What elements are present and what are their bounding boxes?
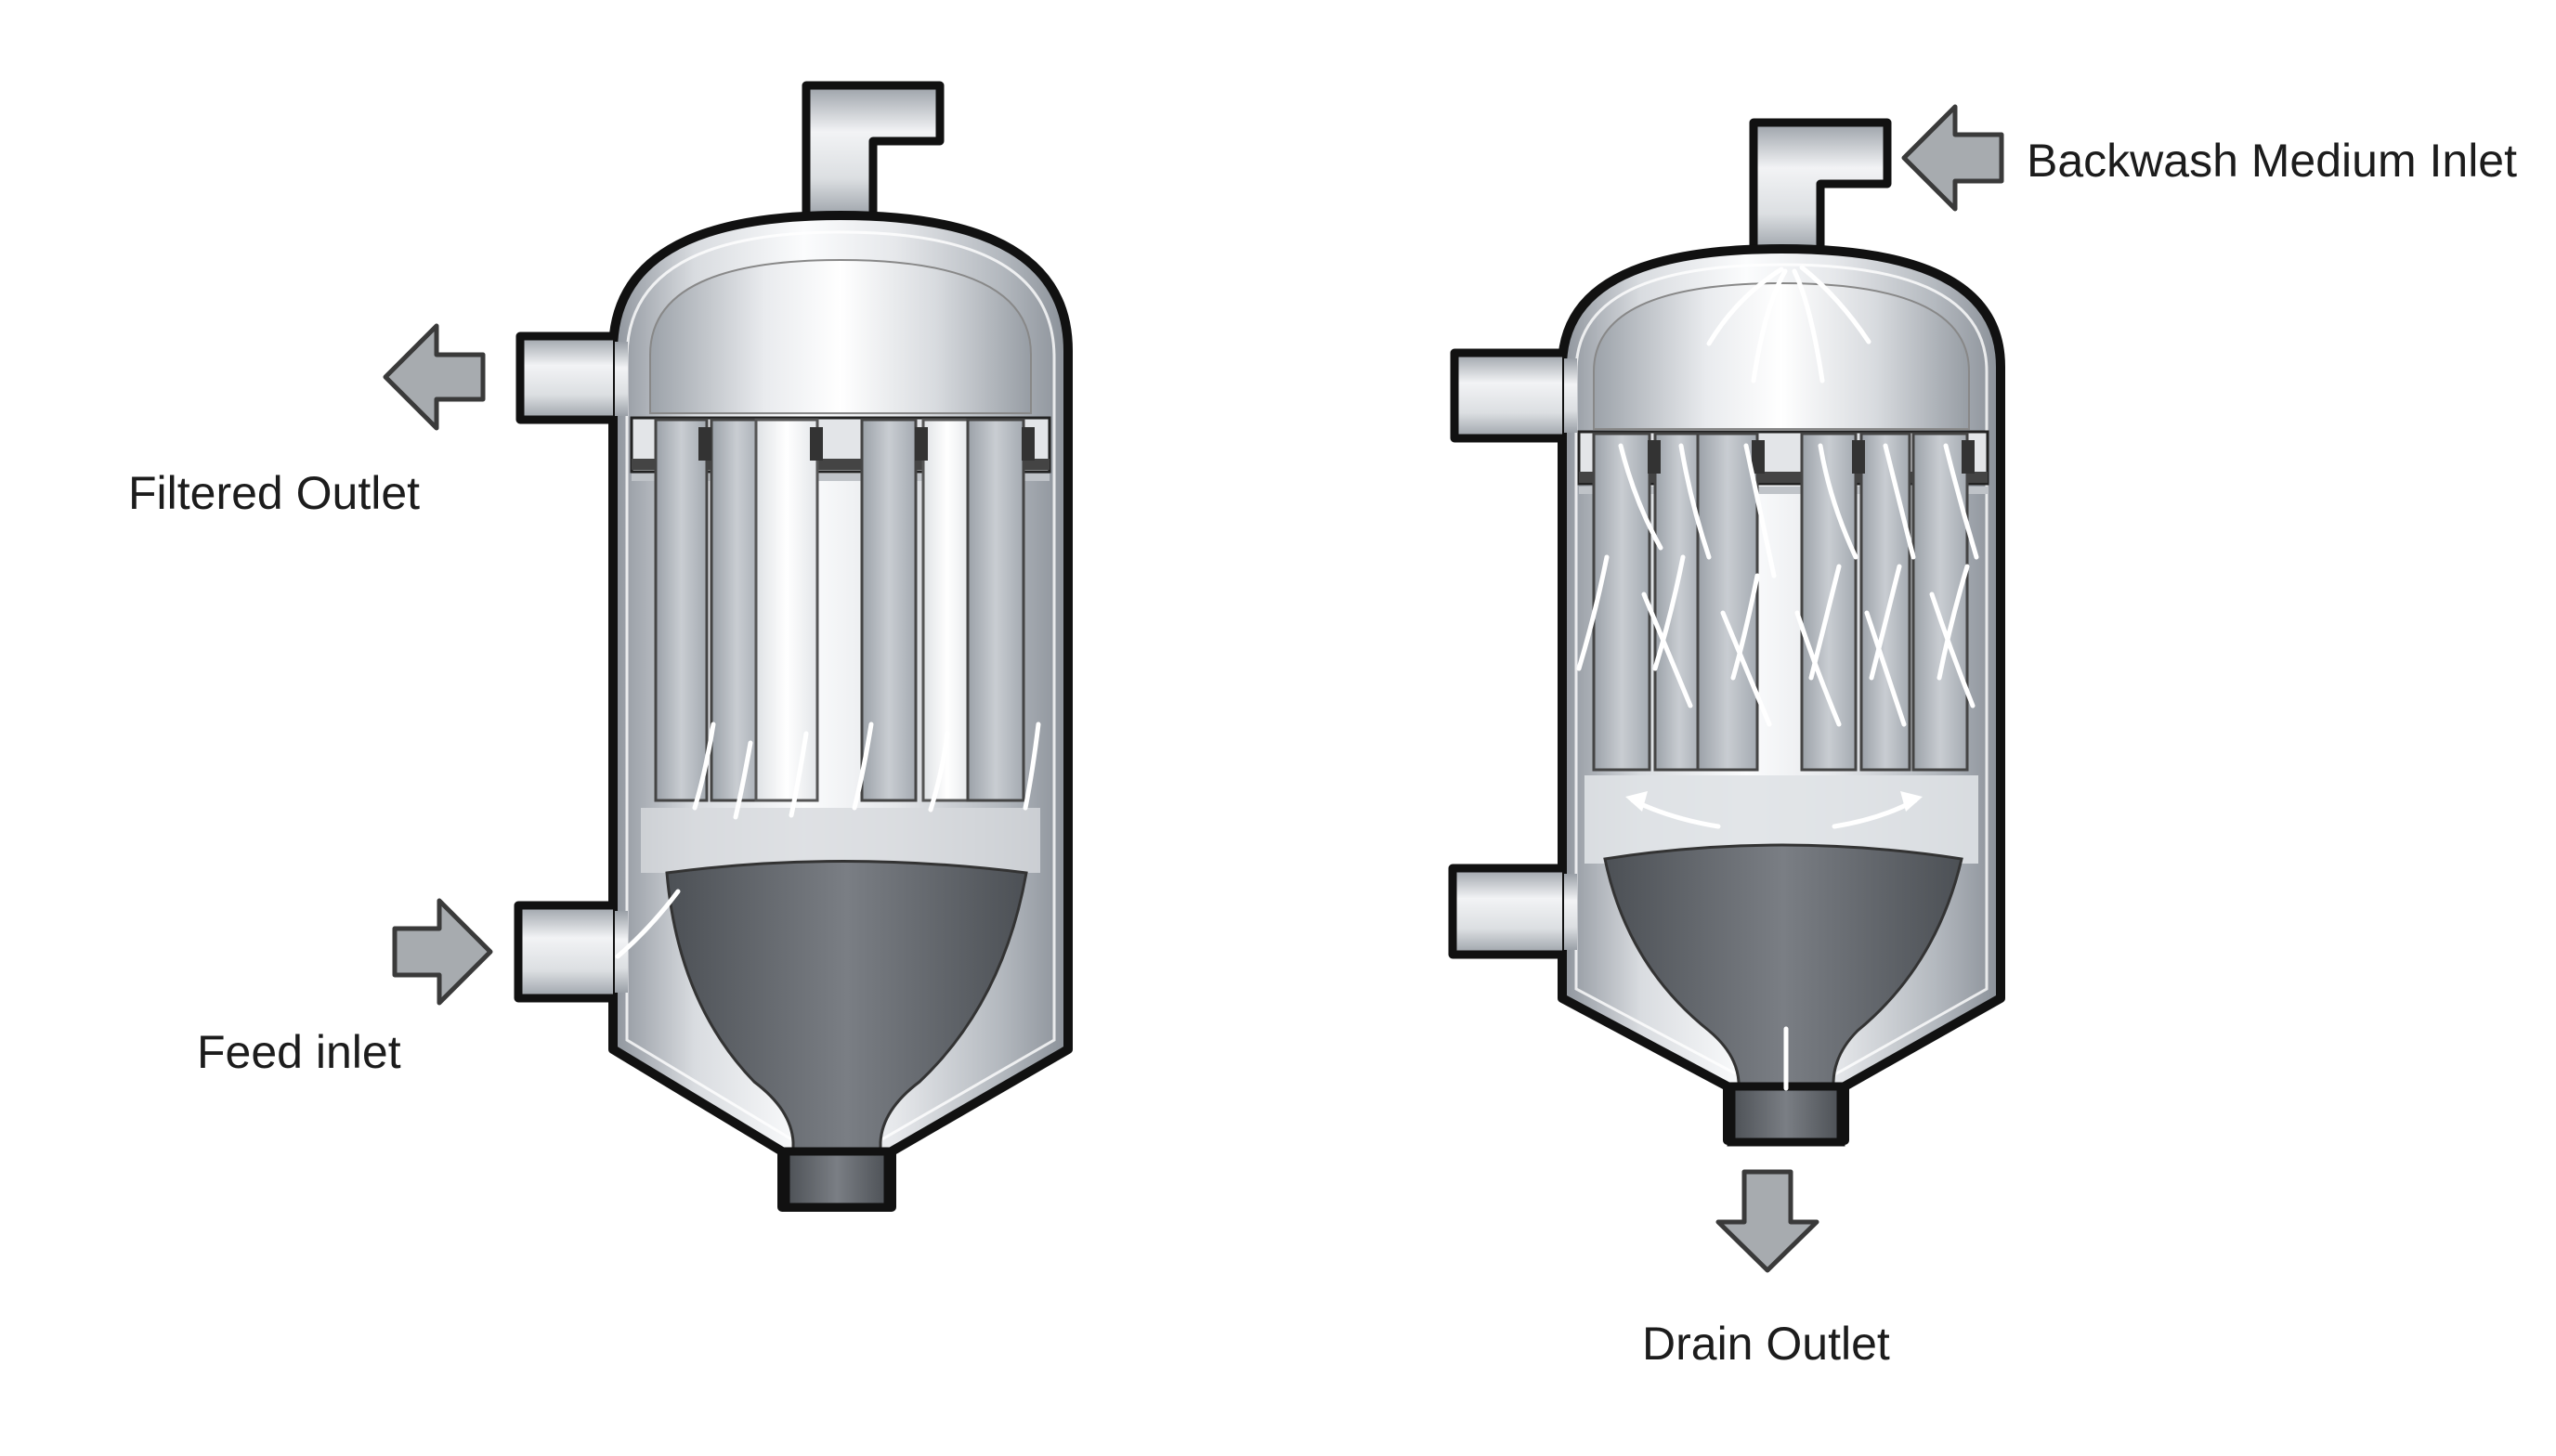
left-flow-streaks	[615, 722, 1041, 959]
left-filter-element	[654, 418, 709, 802]
left-top-pipe	[802, 81, 945, 223]
left-filter-element	[860, 418, 918, 802]
right-upper-side-pipe	[1450, 348, 1562, 443]
left-filter-element	[966, 418, 1025, 802]
left-bottom-outlet	[781, 1147, 893, 1212]
right-flow-streaks	[1576, 443, 1979, 727]
left-filter-element	[754, 418, 819, 802]
feed-inlet-label: Feed inlet	[197, 1026, 401, 1078]
drain-outlet-arrow	[1715, 1169, 1819, 1273]
right-vessel	[1448, 118, 2005, 1147]
right-filter-element	[1859, 432, 1911, 772]
backwash-inlet-arrow	[1901, 104, 2004, 212]
right-top-pipe	[1749, 118, 1892, 257]
left-filtered-outlet-pipe	[515, 332, 613, 424]
filtered-outlet-label: Filtered Outlet	[128, 467, 420, 519]
left-feed-inlet-pipe	[514, 901, 613, 1003]
left-dome-head	[649, 258, 1032, 414]
drain-outlet-label: Drain Outlet	[1642, 1318, 1890, 1370]
feed-inlet-arrow	[392, 898, 493, 1006]
backwash-medium-inlet-label: Backwash Medium Inlet	[2027, 135, 2517, 187]
right-filter-element	[1592, 432, 1651, 772]
left-vessel	[514, 81, 1073, 1212]
right-bottom-outlet	[1727, 1082, 1845, 1147]
right-lower-side-pipe	[1448, 864, 1562, 959]
backwash-spray	[1706, 265, 1871, 384]
right-filter-element	[1653, 432, 1705, 772]
right-filter-element	[1696, 432, 1759, 772]
right-dome-head	[1593, 281, 1970, 430]
filtered-outlet-arrow	[383, 323, 486, 431]
right-sludge-cone	[1603, 843, 1963, 1140]
left-sludge-cone	[665, 860, 1028, 1205]
